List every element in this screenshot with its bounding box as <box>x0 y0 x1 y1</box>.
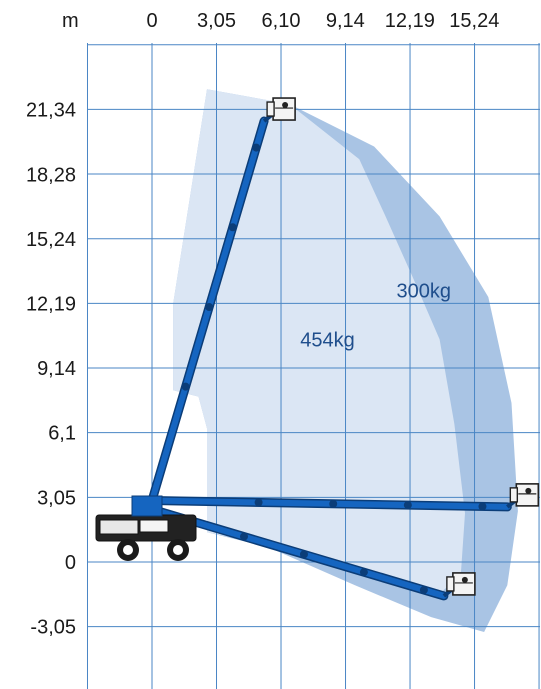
zone-454kg <box>173 89 465 594</box>
boom-joint <box>419 585 428 594</box>
lift-chassis <box>95 495 197 561</box>
y-tick-label: 3,05 <box>37 487 76 509</box>
boom-joint <box>478 502 487 511</box>
chassis-panel <box>99 519 139 535</box>
platform-operator <box>525 487 532 494</box>
boom-joint <box>228 223 237 232</box>
chassis-logo-plate <box>139 519 169 533</box>
boom-joint <box>359 568 368 577</box>
platform <box>266 97 296 121</box>
x-tick-label: 0 <box>146 10 157 32</box>
platform-basket <box>272 97 296 121</box>
y-tick-label: 15,24 <box>26 229 76 251</box>
zone-label-300kg: 300kg <box>397 281 452 303</box>
boom-joint <box>299 550 308 559</box>
boom-below-grade <box>153 506 456 601</box>
boom-positions <box>147 97 540 601</box>
platform-operator <box>282 102 289 109</box>
zone-label-454kg: 454kg <box>300 329 355 351</box>
turntable <box>131 495 163 517</box>
platform-basket <box>452 572 476 596</box>
y-tick-label: 6,1 <box>48 423 76 445</box>
x-tick-label: 9,14 <box>326 10 365 32</box>
platform <box>446 572 476 596</box>
x-tick-label: 6,10 <box>262 10 301 32</box>
y-tick-label: 21,34 <box>26 100 76 122</box>
platform <box>509 483 540 507</box>
platform-control-box <box>509 487 519 503</box>
y-tick-label: -3,05 <box>30 617 76 639</box>
x-tick-label: 3,05 <box>197 10 236 32</box>
y-tick-label: 0 <box>65 552 76 574</box>
boom-joint <box>403 501 412 510</box>
y-tick-label: 9,14 <box>37 358 76 380</box>
x-tick-label: 12,19 <box>385 10 435 32</box>
zone-labels: 300kg 454kg <box>300 281 451 352</box>
boom-joint <box>240 532 249 541</box>
wheel-hub <box>123 545 133 555</box>
boom-joint <box>205 302 214 311</box>
boom-joint <box>329 499 338 508</box>
boom-horizontal <box>147 496 519 512</box>
unit-label: m <box>62 10 79 32</box>
boom-joint <box>252 143 261 152</box>
boom-joint <box>181 382 190 391</box>
y-tick-label: 12,19 <box>26 294 76 316</box>
platform-control-box <box>446 576 455 592</box>
platform-operator <box>461 576 468 583</box>
platform-basket <box>515 483 540 507</box>
boom-joint <box>254 498 263 507</box>
x-tick-label: 15,24 <box>449 10 499 32</box>
wheel-hub <box>173 545 183 555</box>
y-tick-label: 18,28 <box>26 164 76 186</box>
platform-control-box <box>266 101 275 117</box>
